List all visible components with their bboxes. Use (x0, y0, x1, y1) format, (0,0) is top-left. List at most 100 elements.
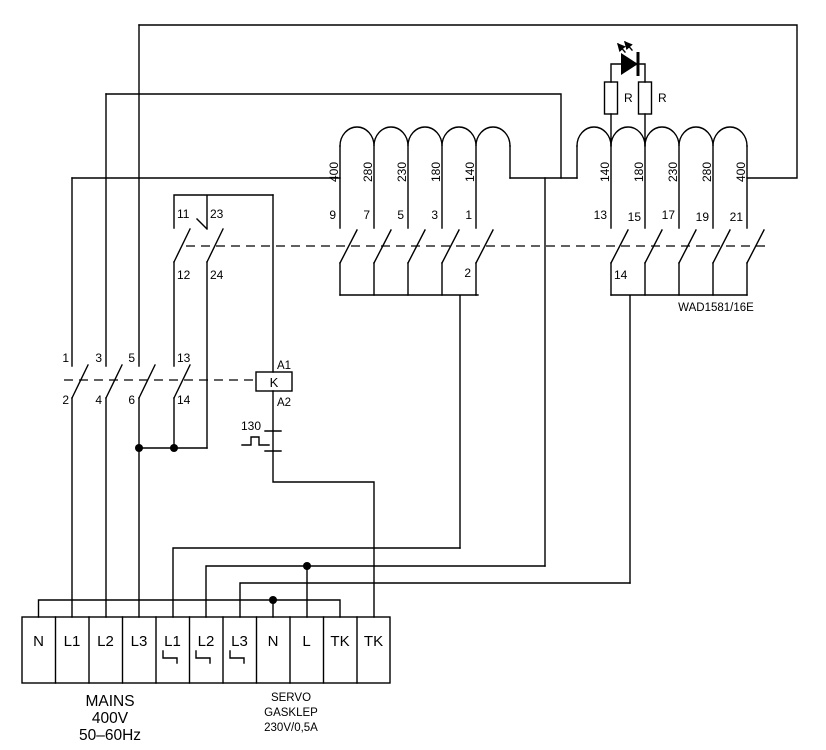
mains-caption-line2: 400V (92, 710, 129, 727)
contact-1-label: 1 (62, 351, 69, 365)
led-diode-triangle (621, 53, 638, 75)
junction-dot (269, 596, 277, 604)
resistor-right-label: R (658, 91, 667, 105)
winding-arcs-right (576, 126, 748, 147)
contact-4-label: 4 (95, 393, 102, 407)
led-indicator: R R (603, 40, 667, 147)
tap-label-280: 280 (700, 162, 714, 182)
wire-L3-top (138, 24, 798, 179)
bottom-routing-wires (37, 547, 631, 618)
terminal-strip-outline (21, 616, 391, 684)
terminal-TK-2: TK (364, 633, 383, 650)
model-number-label: WAD1581/16E (678, 302, 754, 314)
contact-21-label: 21 (730, 210, 744, 224)
coil-terminal-A2-label: A2 (277, 397, 291, 409)
terminal-N-servo: N (268, 633, 279, 650)
tap-label-180: 180 (429, 162, 443, 182)
terminal-L1-link: L1 (164, 633, 181, 650)
junction-dot (170, 444, 178, 452)
terminal-L1-mains: L1 (64, 633, 81, 650)
contact-15-label: 15 (628, 210, 642, 224)
mains-caption-line1: MAINS (85, 693, 134, 710)
servo-caption-line1: SERVO (271, 692, 311, 704)
contact-3-label: 3 (95, 351, 102, 365)
tap-voltage-labels-left: 400 280 230 180 140 (327, 162, 477, 182)
wire-coil-A2-down (272, 390, 375, 618)
contact-13-label: 13 (594, 208, 608, 222)
thermal-cutout-label: 130 (241, 419, 261, 433)
selector-contact-23-label: 23 (210, 207, 224, 221)
selector-contact-12-label: 12 (177, 268, 191, 282)
junction-dot (303, 562, 311, 570)
output-bus-right (610, 294, 748, 584)
contact-17-label: 17 (662, 208, 676, 222)
contact-7-label: 7 (363, 208, 370, 222)
tap-contact-numbers-right: 13 15 17 19 21 14 (594, 208, 744, 282)
tap-label-230: 230 (395, 162, 409, 182)
captions: MAINS 400V 50–60Hz SERVO GASKLEP 230V/0,… (79, 692, 318, 744)
contact-3-label: 3 (431, 208, 438, 222)
coil-terminal-A1-label: A1 (277, 360, 291, 372)
contact-1-label: 1 (465, 208, 472, 222)
contactor-aux-blade (173, 364, 191, 399)
contactor: 1 3 5 13 2 4 6 14 K A1 A2 (62, 194, 293, 452)
wire-selector-top (173, 194, 274, 229)
resistor-right (637, 81, 653, 115)
contact-14-label: 14 (614, 268, 628, 282)
tap-switch-blades-right (610, 229, 765, 264)
terminal-link-hook (229, 650, 245, 664)
tap-switch-lower-wires-right (610, 262, 748, 296)
selector-switch-contacts: 11 23 12 24 (173, 194, 274, 449)
tap-label-400: 400 (734, 162, 748, 182)
wire-neutral-bus (37, 599, 341, 618)
contact-6-label: 6 (128, 393, 135, 407)
contact-2-label: 2 (464, 266, 471, 280)
wire-center-tap-output (205, 565, 546, 618)
resistor-left (603, 81, 619, 115)
contactor-pole2-blade (105, 364, 123, 399)
junction-dot (135, 444, 143, 452)
tap-label-230: 230 (666, 162, 680, 182)
led-emission-arrow (624, 40, 633, 51)
contactor-coil-label: K (270, 375, 279, 390)
winding-arcs-left (339, 126, 511, 147)
tap-label-280: 280 (361, 162, 375, 182)
thermal-cutout: 130 (241, 390, 375, 618)
mains-caption-line3: 50–60Hz (79, 727, 141, 744)
contactor-coil-box (255, 371, 293, 392)
contact-9-label: 9 (329, 208, 336, 222)
transformer-bank-left: 400 280 230 180 140 9 7 5 3 1 2 (327, 126, 511, 549)
contact-13-label: 13 (177, 351, 191, 365)
contact-5-label: 5 (397, 208, 404, 222)
tap-label-400: 400 (327, 162, 341, 182)
terminal-TK-1: TK (330, 633, 349, 650)
contact-14-label: 14 (177, 393, 191, 407)
contactor-pole3-blade (138, 364, 156, 399)
tap-wires-right (576, 145, 748, 229)
contact-23-nc-tick (196, 218, 208, 230)
terminal-L3-mains: L3 (131, 633, 148, 650)
tap-label-180: 180 (632, 162, 646, 182)
tap-switch-blades-left (339, 229, 494, 264)
servo-caption-line2: GASKLEP (264, 707, 318, 719)
tap-wires-left (339, 145, 511, 229)
tap-voltage-labels-right: 140 180 230 280 400 (598, 162, 748, 182)
tap-switch-lower-wires-left (339, 262, 477, 296)
terminal-strip: N L1 L2 L3 L1 L2 L3 N L TK TK (21, 616, 391, 684)
resistor-left-label: R (624, 91, 633, 105)
contact-23-24-blade (206, 228, 224, 263)
tap-label-140: 140 (463, 162, 477, 182)
tap-label-140: 140 (598, 162, 612, 182)
wire-L2-top (105, 93, 562, 179)
led-wires (610, 63, 646, 147)
terminal-dividers (54, 616, 358, 684)
tap-contact-numbers-left: 9 7 5 3 1 2 (329, 208, 472, 280)
thermal-bimetal-symbol (241, 436, 270, 446)
contactor-pole1-blade (71, 364, 89, 399)
selector-contact-24-label: 24 (210, 268, 224, 282)
servo-caption-line3: 230V/0,5A (264, 722, 318, 734)
selector-contact-11-label: 11 (177, 207, 190, 221)
terminal-L2-mains: L2 (97, 633, 114, 650)
